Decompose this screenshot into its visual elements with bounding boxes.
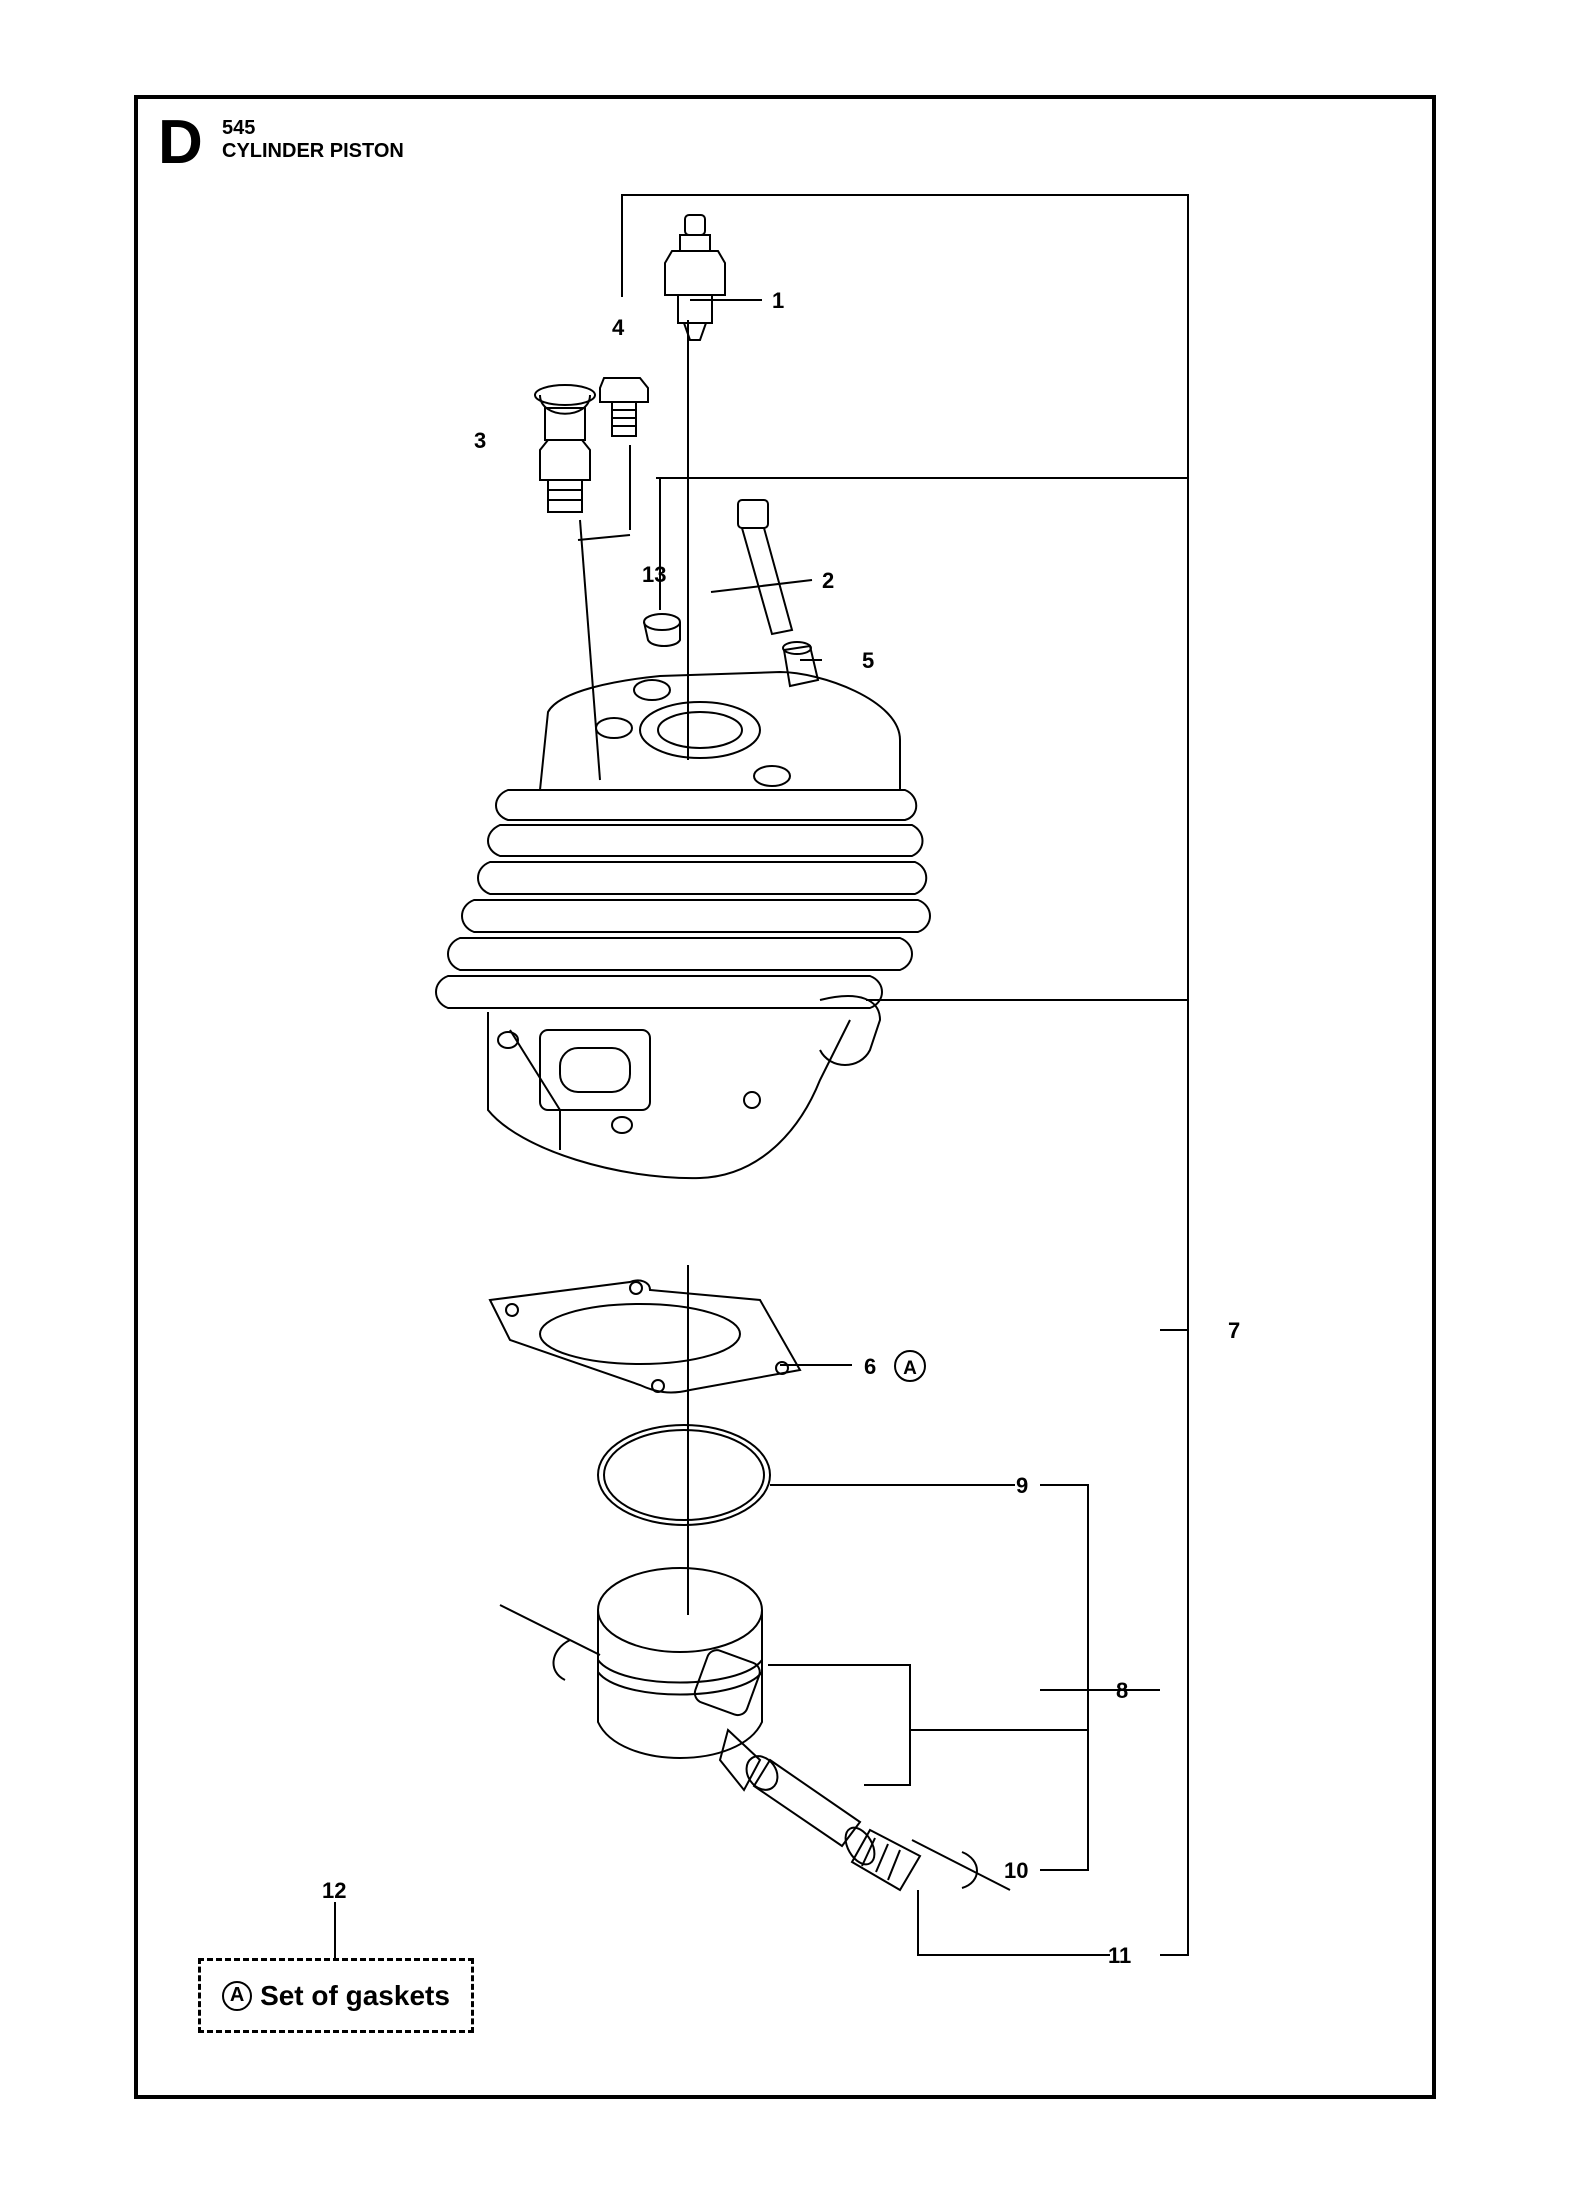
callout-12: 12 bbox=[322, 1878, 346, 1903]
legend-box: A Set of gaskets bbox=[198, 1958, 474, 2033]
callout-3: 3 bbox=[474, 428, 486, 453]
page-title: CYLINDER PISTON bbox=[222, 140, 404, 162]
callout-6: 6 bbox=[864, 1354, 876, 1379]
section-letter: D bbox=[158, 108, 203, 177]
callout-13: 13 bbox=[642, 562, 666, 587]
callout-11: 11 bbox=[1108, 1943, 1131, 1968]
callout-8: 8 bbox=[1116, 1678, 1128, 1703]
callout-1: 1 bbox=[772, 288, 784, 313]
callout-5: 5 bbox=[862, 648, 874, 673]
page-frame bbox=[134, 95, 1436, 2099]
callout-2: 2 bbox=[822, 568, 834, 593]
callout-7: 7 bbox=[1228, 1318, 1240, 1343]
callout-10: 10 bbox=[1004, 1858, 1028, 1883]
legend-marker: A bbox=[222, 1980, 253, 2011]
gasket-marker: A bbox=[903, 1358, 917, 1379]
legend-text: Set of gaskets bbox=[260, 1979, 450, 2011]
callout-9: 9 bbox=[1016, 1473, 1028, 1498]
model-number: 545 bbox=[222, 117, 256, 139]
callout-4: 4 bbox=[612, 315, 625, 340]
